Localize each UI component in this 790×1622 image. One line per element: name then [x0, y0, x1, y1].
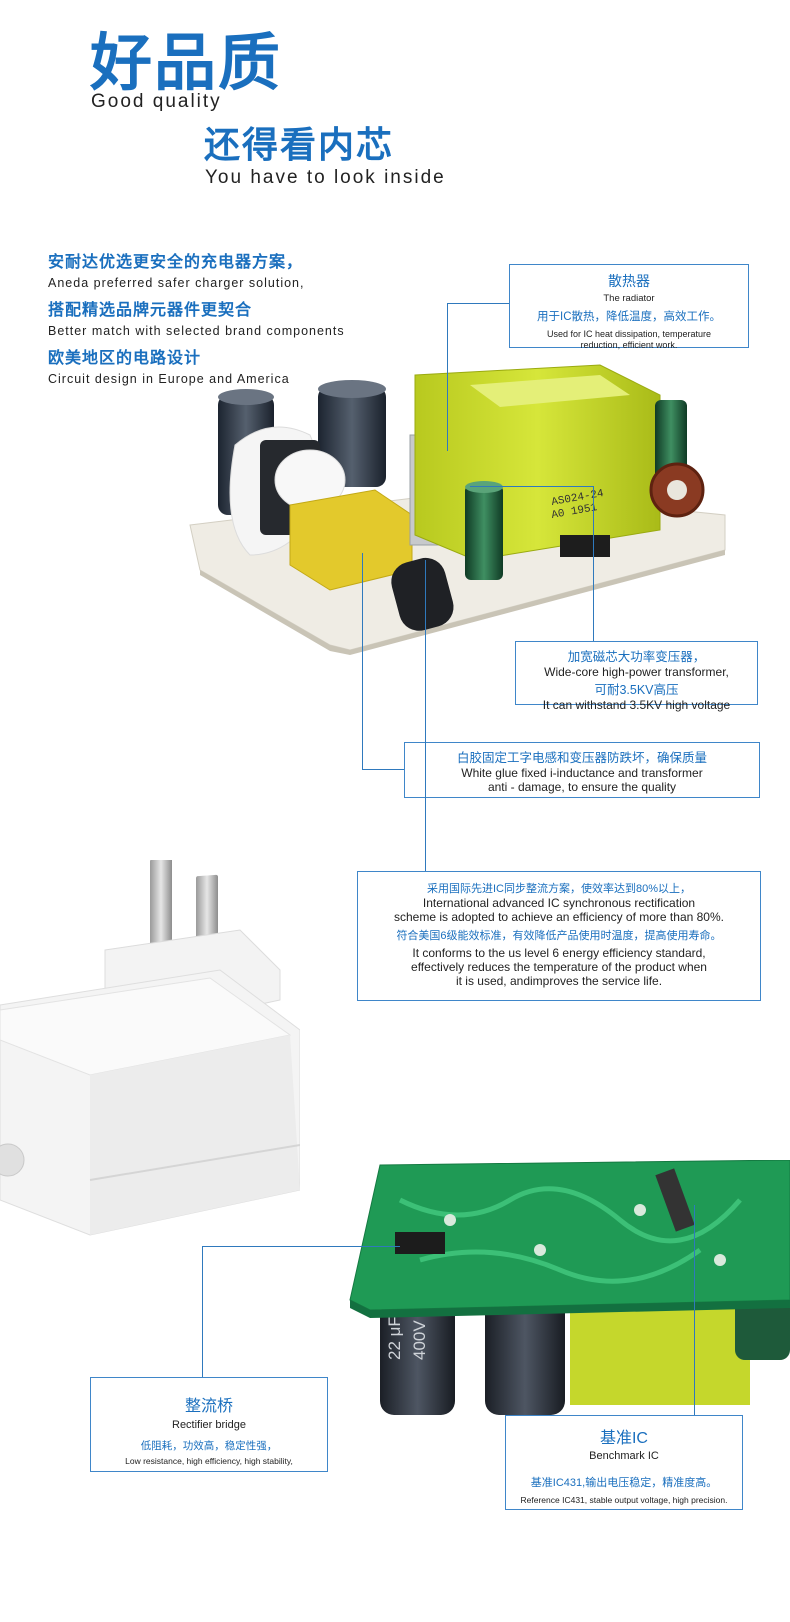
rectifier-title-en: Rectifier bridge — [172, 1419, 246, 1431]
callout-ic: 采用国际先进IC同步整流方案，使效率达到80%以上， International… — [357, 871, 761, 1001]
capacitor-bottom-2 — [485, 1290, 565, 1415]
intro-line-3: 欧美地区的电路设计 Circuit design in Europe and A… — [48, 344, 408, 386]
radiator-title-en: The radiator — [603, 293, 655, 304]
glue-line-cn: 白胶固定工字电感和变压器防跌坏，确保质量 — [456, 751, 707, 765]
leader-radiator-h — [447, 303, 509, 304]
callout-rectifier: 整流桥 Rectifier bridge 低阻耗，功效高，稳定性强， Low r… — [90, 1377, 328, 1472]
transformer-line2-en: It can withstand 3.5KV high voltage — [542, 698, 731, 712]
intro-block: 安耐达优选更安全的充电器方案， Aneda preferred safer ch… — [48, 248, 408, 386]
rectifier-desc-en: Low resistance, high efficiency, high st… — [125, 1456, 293, 1466]
transformer-line2-cn: 可耐3.5KV高压 — [594, 683, 679, 697]
leader-rectifier-v — [202, 1246, 203, 1378]
callout-glue: 白胶固定工字电感和变压器防跌坏，确保质量 White glue fixed i-… — [404, 742, 760, 798]
leader-transformer-v — [593, 486, 594, 648]
page-subtitle-en: You have to look inside — [205, 167, 446, 188]
callout-transformer: 加宽磁芯大功率变压器， Wide-core high-power transfo… — [515, 641, 758, 712]
leader-rectifier-h — [202, 1246, 400, 1247]
rectifier-title-cn: 整流桥 — [184, 1398, 233, 1415]
radiator-desc-en: Used for IC heat dissipation, temperatur… — [546, 329, 712, 350]
callout-benchmark: 基准IC Benchmark IC 基准IC431,输出电压稳定，精准度高。 R… — [505, 1415, 743, 1510]
intro-line-3-en: Circuit design in Europe and America — [48, 372, 290, 386]
leader-benchmark-v — [694, 1205, 695, 1415]
ic-line2-cn: 符合美国6级能效标准，有效降低产品使用时温度，提高使用寿命。 — [396, 930, 722, 942]
ic-line1-en-2: scheme is adopted to achieve an efficien… — [394, 910, 724, 924]
plug-pin-left — [150, 860, 172, 960]
rectifier-bridge-chip — [395, 1232, 445, 1254]
ic-line2-en-2: effectively reduces the temperature of t… — [411, 960, 707, 974]
benchmark-ic-chip — [655, 1168, 695, 1232]
benchmark-desc-cn: 基准IC431,输出电压稳定，精准度高。 — [530, 1477, 718, 1489]
ic-line2-en-1: It conforms to the us level 6 energy eff… — [412, 946, 706, 960]
benchmark-desc-en: Reference IC431, stable output voltage, … — [520, 1495, 728, 1505]
glue-line-en-1: White glue fixed i-inductance and transf… — [461, 766, 703, 780]
benchmark-title-cn: 基准IC — [599, 1430, 648, 1447]
rectifier-desc-cn: 低阻耗，功效高，稳定性强， — [140, 1440, 278, 1452]
intro-line-1: 安耐达优选更安全的充电器方案， Aneda preferred safer ch… — [48, 248, 408, 290]
leader-ic-v — [425, 560, 426, 871]
pcb-white-board-image: AS024-24 A0 1951 — [189, 364, 726, 655]
radiator-title-cn: 散热器 — [608, 273, 650, 289]
intro-line-2-cn: 搭配精选品牌元器件更契合 — [48, 300, 253, 319]
ic-line1-cn: 采用国际先进IC同步整流方案，使效率达到80%以上， — [426, 883, 691, 895]
intro-line-1-en: Aneda preferred safer charger solution, — [48, 276, 305, 290]
pcb-green-board-image: 22 μF 400V — [349, 1160, 790, 1415]
resistor — [391, 557, 454, 631]
radiator-desc-cn: 用于IC散热，降低温度，高效工作。 — [537, 311, 721, 323]
callout-radiator: 散热器 The radiator 用于IC散热，降低温度，高效工作。 Used … — [509, 264, 749, 350]
ic-line2-en-3: it is used, andimproves the service life… — [455, 974, 663, 988]
charger-image — [0, 860, 300, 1236]
intro-line-2: 搭配精选品牌元器件更契合 Better match with selected … — [48, 296, 408, 338]
page-title: 好品质 — [90, 26, 283, 99]
leader-transformer-h — [470, 486, 594, 487]
intro-line-2-en: Better match with selected brand compone… — [48, 324, 345, 338]
ic-chip — [560, 535, 610, 557]
capacitor-bottom-1 — [380, 1290, 455, 1415]
leader-radiator-v — [447, 303, 448, 451]
page-title-en: Good quality — [91, 91, 222, 112]
transformer-line1-en: Wide-core high-power transformer, — [544, 665, 729, 679]
ic-line1-en-1: International advanced IC synchronous re… — [422, 896, 696, 910]
charger-port — [0, 1143, 25, 1177]
page-subtitle: 还得看内芯 — [204, 125, 395, 166]
capacitor-green-1 — [465, 485, 503, 580]
capacitor-marking-1: 22 μF — [385, 1316, 404, 1360]
benchmark-title-en: Benchmark IC — [589, 1450, 659, 1462]
intro-line-1-cn: 安耐达优选更安全的充电器方案， — [48, 252, 304, 271]
leader-glue-v — [362, 553, 363, 769]
transformer-line1-cn: 加宽磁芯大功率变压器， — [567, 650, 706, 664]
intro-line-3-cn: 欧美地区的电路设计 — [48, 348, 202, 367]
leader-glue-h — [362, 769, 404, 770]
glue-line-en-2: anti - damage, to ensure the quality — [487, 780, 677, 794]
capacitor-marking-2: 400V — [410, 1320, 429, 1360]
